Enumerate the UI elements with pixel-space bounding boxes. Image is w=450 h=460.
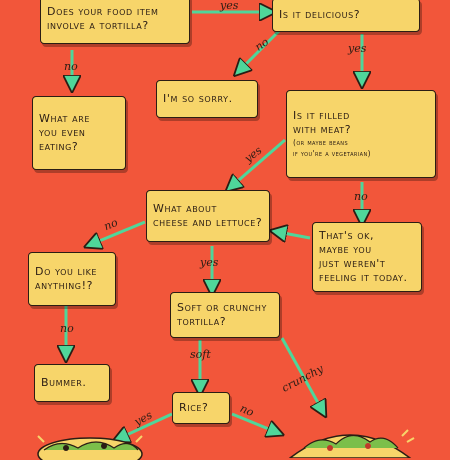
arrow-ok-back [278,232,311,238]
burrito-illustration [37,435,143,460]
node-sorry: I'm so sorry. [156,80,258,118]
node-meat-note1: (or maybe beans [293,138,349,147]
node-bummer-text: Bummer. [41,376,87,389]
label-yes-delicious: yes [348,42,367,55]
node-cheese-question: What about cheese and lettuce? [146,190,270,242]
label-no-anything: no [60,322,74,335]
node-anything-question: Do you like anything!? [28,252,116,306]
flow-arrows [0,0,450,450]
label-yes-tortilla: yes [220,0,239,12]
node-meat-note2: if you're a vegetarian) [293,149,371,158]
node-soft-crunchy-question: Soft or crunchy tortilla? [170,292,280,338]
arrow-meat-yes [232,138,286,186]
node-cheese-line2: cheese and lettuce? [153,216,263,229]
node-meat-line2: with meat? [293,123,352,136]
node-tortilla-question: Does your food item involve a tortilla? [40,0,190,44]
label-soft: soft [190,348,211,361]
arrow-crunchy [280,337,322,410]
label-no-tortilla: no [64,60,78,73]
node-ok-line4: feeling it today. [319,271,408,284]
node-ok-line2: maybe you [319,243,372,256]
arrow-delicious-no [240,28,282,70]
node-tortilla-line1: Does your food item [47,5,159,18]
node-anything-line1: Do you like [35,265,98,278]
arrow-cheese-no [92,220,146,244]
node-what-eating: What are you even eating? [32,96,126,170]
node-rice-text: Rice? [179,401,209,414]
node-sorry-text: I'm so sorry. [163,92,233,105]
label-no-meat: no [354,190,368,203]
node-rice-question: Rice? [172,392,230,424]
node-anything-line2: anything!? [35,279,94,292]
taco-illustration [288,429,415,458]
node-eating-line3: eating? [39,140,79,153]
node-eating-line2: you even [39,126,86,139]
node-meat-question: Is it filled with meat? (or maybe beans … [286,90,436,178]
node-soft-line1: Soft or crunchy [177,301,267,314]
node-eating-line1: What are [39,112,91,125]
label-yes-cheese: yes [200,256,219,269]
node-soft-line2: tortilla? [177,315,227,328]
node-ok-line3: just weren't [319,257,386,270]
arrow-rice-no [231,412,276,432]
node-meat-line1: Is it filled [293,109,350,122]
node-ok-line1: That's ok, [319,229,375,242]
node-bummer: Bummer. [34,364,110,402]
arrow-rice-yes [120,412,173,438]
node-delicious-text: Is it delicious? [279,8,361,21]
node-cheese-line1: What about [153,202,217,215]
node-thats-ok: That's ok, maybe you just weren't feelin… [312,222,422,292]
node-tortilla-line2: involve a tortilla? [47,19,149,32]
node-delicious-question: Is it delicious? [272,0,420,32]
